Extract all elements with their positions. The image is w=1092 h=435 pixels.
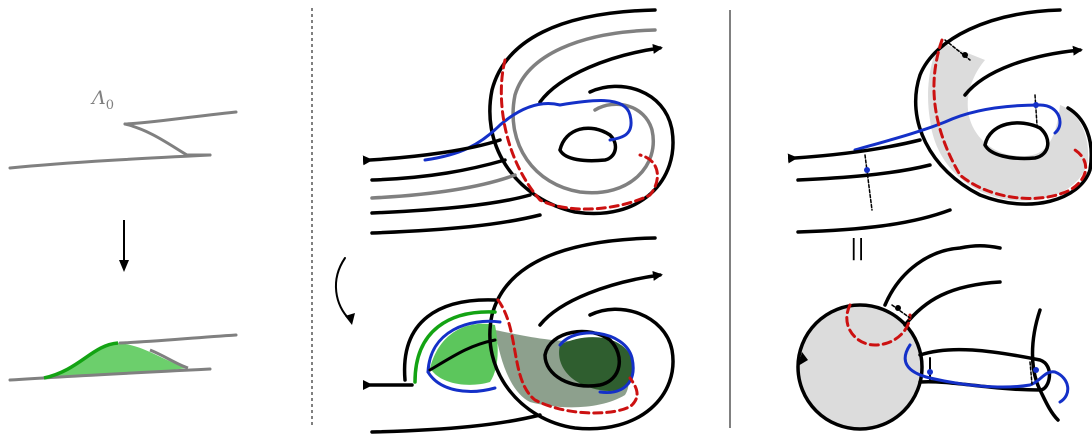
rotation-arrow — [334, 257, 351, 321]
green-curve — [43, 341, 119, 380]
lambda0-label: Λ0 — [90, 87, 114, 113]
lambda0-cusp-bottom — [8, 333, 238, 382]
left-panel: Λ0 — [8, 87, 238, 382]
middle-top-picture — [362, 8, 675, 235]
middle-bottom-picture — [334, 236, 675, 434]
green-filled-region — [44, 343, 188, 378]
middle-panel — [334, 8, 675, 434]
lambda0-cusp-top — [8, 110, 238, 170]
down-arrow — [119, 220, 129, 272]
right-bottom-picture — [796, 244, 1070, 431]
right-panel: || — [787, 8, 1092, 431]
right-top-picture — [787, 8, 1092, 234]
equality-sign: || — [850, 236, 865, 261]
